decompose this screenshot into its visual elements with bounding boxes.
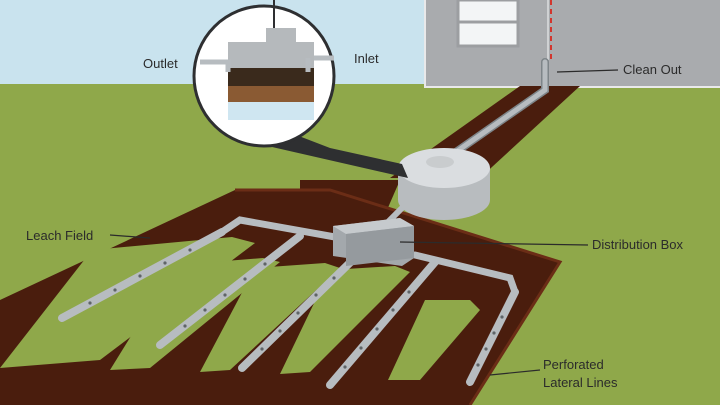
label-leach-field: Leach Field [26,228,93,243]
label-outlet: Outlet [143,56,178,71]
label-perforated: Perforated [543,357,604,372]
label-lateral-lines: Lateral Lines [543,375,618,390]
lateral-line-2 [156,232,304,349]
label-inlet: Inlet [354,51,379,66]
house [424,0,720,88]
label-distribution-box: Distribution Box [592,237,684,252]
lateral-line-5 [466,288,519,386]
water-layer [228,102,314,120]
window [456,0,520,48]
lateral-line-4 [326,258,439,389]
label-clean-out: Clean Out [623,62,682,77]
pipes [58,58,549,389]
perforation-holes [88,248,504,369]
sludge-layer [228,68,314,86]
leader-lines [109,69,619,376]
septic-tank [398,148,490,220]
sediment-layer [228,86,314,102]
distribution-box [333,218,414,266]
tank-cross-section-callout [192,0,408,178]
